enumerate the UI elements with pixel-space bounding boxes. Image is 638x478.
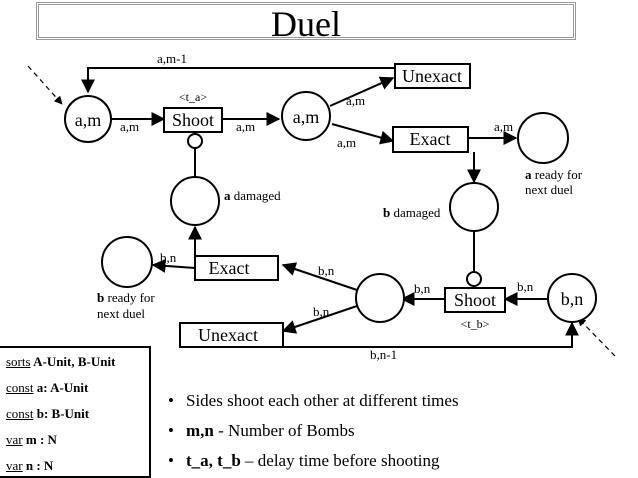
bullet-dot-icon: •	[168, 451, 174, 470]
bullet-dot-icon: •	[168, 421, 174, 440]
place-a-ready	[517, 112, 569, 164]
label-a-ready-line2: next duel	[525, 182, 573, 197]
place-b-n-right-label: b,n	[561, 289, 584, 309]
label-b-place-to-exact: b,n	[318, 263, 335, 278]
arc-mid-to-exact	[331, 123, 395, 145]
label-mid-to-exact: a,m	[337, 135, 356, 150]
arc-exact-b-to-ready	[151, 258, 196, 273]
place-a-m-left	[64, 95, 112, 143]
place-b-ready	[101, 236, 153, 288]
label-bottom-feedback: b,n-1	[370, 347, 397, 362]
transition-unexact-top-label: Unexact	[402, 66, 462, 86]
sort-line-var-m: var m : N	[6, 432, 57, 447]
entry-arrow-a	[27, 65, 63, 105]
arc-mid-to-unexact	[329, 76, 395, 107]
label-shoot-b-to-place: b,n	[414, 281, 431, 296]
place-b-n-right	[547, 273, 597, 323]
label-a-damaged: a damaged	[224, 188, 281, 203]
title-box: Duel	[36, 2, 576, 44]
sort-line-sorts: sorts A-Unit, B-Unit	[6, 354, 116, 369]
label-b-damaged: b damaged	[383, 205, 441, 220]
transition-exact-bottom	[194, 255, 279, 281]
bullet-dot-icon: •	[168, 391, 174, 410]
transition-exact-top-label: Exact	[410, 129, 451, 149]
transition-shoot-b	[444, 287, 506, 313]
label-mid-to-unexact: a,m	[346, 93, 365, 108]
label-left-to-shoot: a,m	[120, 119, 139, 134]
transition-shoot-a-delay: <t_a>	[179, 90, 207, 104]
label-a-ready-line1: a ready for	[525, 167, 583, 182]
place-a-m-left-label: a,m	[75, 110, 102, 130]
inhibitor-b	[466, 271, 482, 287]
transition-shoot-b-delay: <t_b>	[461, 317, 490, 331]
label-exact-to-ready: a,m	[494, 119, 513, 134]
place-a-m-mid-label: a,m	[293, 107, 320, 127]
bullet-3: •t_a, t_b – delay time before shooting	[168, 451, 440, 470]
arc-bottom-feedback	[283, 321, 579, 348]
label-top-feedback: a,m-1	[157, 51, 187, 66]
place-b-middle	[355, 273, 405, 323]
transition-unexact-bottom-label: Unexact	[198, 325, 258, 345]
bullet-1: •Sides shoot each other at different tim…	[168, 391, 459, 410]
arc-b-place-to-unexact	[281, 305, 358, 334]
arc-top-feedback	[81, 67, 395, 94]
label-b-ready-line1: b ready for	[97, 290, 155, 305]
sort-line-var-n: var n : N	[6, 458, 54, 473]
transition-shoot-a	[163, 107, 223, 133]
label-exact-b-to-ready: b,n	[160, 250, 177, 265]
sort-line-const-b: const b: B-Unit	[6, 406, 90, 421]
label-shoot-to-mid: a,m	[236, 119, 255, 134]
label-b-place-to-unexact: b,n	[313, 304, 330, 319]
transition-unexact-top	[394, 63, 471, 89]
transition-exact-top	[392, 126, 469, 153]
transition-shoot-a-label: Shoot	[172, 110, 214, 130]
transition-unexact-bottom	[179, 322, 284, 348]
bullet-2: •m,n - Number of Bombs	[168, 421, 355, 440]
sort-line-const-a: const a: A-Unit	[6, 380, 89, 395]
arc-b-place-to-exact	[281, 262, 358, 291]
page-title: Duel	[271, 4, 341, 44]
entry-arrow-b	[577, 317, 616, 357]
place-a-damaged	[170, 176, 220, 226]
inhibitor-a	[187, 133, 203, 149]
place-b-damaged	[449, 182, 499, 232]
label-b-ready-line2: next duel	[97, 306, 145, 321]
transition-exact-bottom-label: Exact	[209, 258, 250, 278]
transition-shoot-b-label: Shoot	[454, 290, 496, 310]
sorts-declaration-box: sorts A-Unit, B-Unit const a: A-Unit con…	[0, 346, 151, 478]
place-a-m-mid	[281, 91, 331, 141]
label-b-right-to-shoot: b,n	[517, 279, 534, 294]
